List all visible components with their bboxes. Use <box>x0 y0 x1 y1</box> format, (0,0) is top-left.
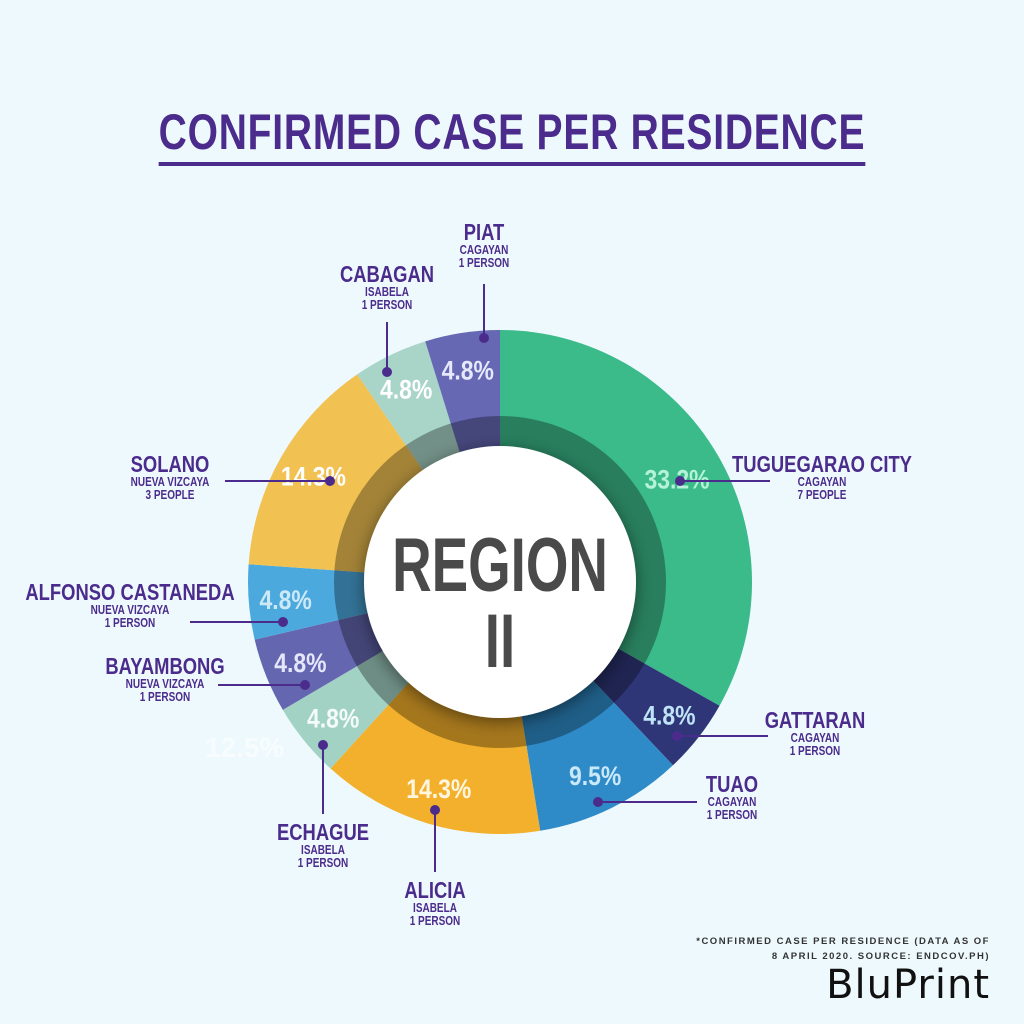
center-label-region: REGION <box>392 523 608 608</box>
percent-label: 4.8% <box>274 648 326 678</box>
bluprint-logo: BluPrint <box>826 962 990 1008</box>
center-label-number: II <box>484 599 516 684</box>
percent-label: 4.8% <box>260 585 312 615</box>
ghost-percent-label: 12.5% <box>205 732 285 763</box>
center-disc <box>364 446 636 718</box>
percent-label: 9.5% <box>569 761 621 791</box>
percent-label: 4.8% <box>643 701 695 731</box>
percent-label: 4.8% <box>442 356 494 386</box>
percent-label: 14.3% <box>406 774 471 804</box>
percent-label: 4.8% <box>380 375 432 405</box>
chart-title: CONFIRMED CASE PER RESIDENCE <box>0 104 1024 166</box>
percent-label: 14.3% <box>281 462 346 492</box>
leader-lines <box>190 284 770 872</box>
percent-label: 4.8% <box>307 704 359 734</box>
footnote: *CONFIRMED CASE PER RESIDENCE (DATA AS O… <box>696 936 990 962</box>
